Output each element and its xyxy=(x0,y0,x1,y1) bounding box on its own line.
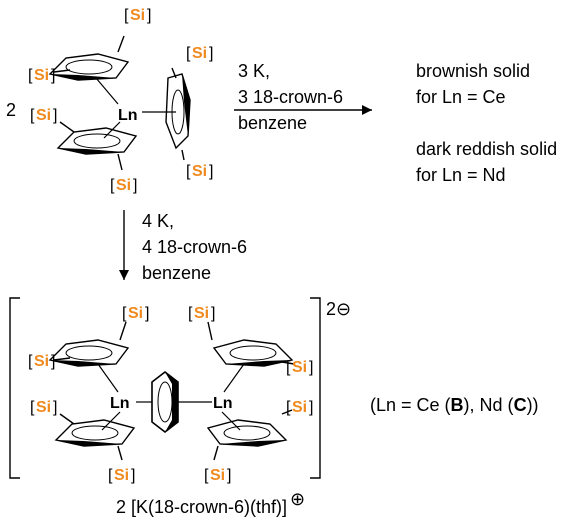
svg-text:[: [ xyxy=(30,107,35,124)
si-label: [Si] xyxy=(204,467,231,484)
svg-text:]: ] xyxy=(211,305,215,322)
si-label: [Si] xyxy=(30,107,57,124)
si-label: [Si] xyxy=(286,399,313,416)
benzene-ring xyxy=(151,371,179,433)
svg-text:[: [ xyxy=(286,399,291,416)
svg-text:]: ] xyxy=(309,359,313,376)
svg-text:Si: Si xyxy=(292,399,307,416)
svg-text:Si: Si xyxy=(114,467,129,484)
svg-text:[: [ xyxy=(28,67,33,84)
ln-atom-right: Ln xyxy=(213,395,233,412)
product-ce-description: brownish solid xyxy=(416,61,531,81)
si-label: [Si] xyxy=(186,45,213,62)
si-label: [Si] xyxy=(122,305,149,322)
svg-text:]: ] xyxy=(53,107,57,124)
svg-text:[: [ xyxy=(30,399,35,416)
si-label: [Si] xyxy=(108,467,135,484)
svg-text:[: [ xyxy=(204,467,209,484)
svg-text:Si: Si xyxy=(128,305,143,322)
svg-text:[: [ xyxy=(186,163,191,180)
cp-ring-upper xyxy=(49,53,129,81)
svg-text:Si: Si xyxy=(194,305,209,322)
product-nd-description: dark reddish solid xyxy=(416,139,558,159)
svg-text:]: ] xyxy=(53,399,57,416)
condition-crown-down: 4 18-crown-6 xyxy=(142,237,248,257)
cp-ring-lower xyxy=(57,127,137,155)
condition-solvent-right: benzene xyxy=(238,113,308,133)
svg-text:]: ] xyxy=(309,399,313,416)
svg-text:[: [ xyxy=(286,359,291,376)
bracket-left xyxy=(9,297,20,479)
dianion-charge: 2⊖ xyxy=(326,299,352,319)
svg-text:Si: Si xyxy=(130,7,145,24)
counterion-charge: ⊕ xyxy=(290,489,306,509)
svg-text:[: [ xyxy=(110,177,115,194)
bracket-right xyxy=(310,297,321,479)
si-label: [Si] xyxy=(186,163,213,180)
svg-text:Si: Si xyxy=(292,359,307,376)
si-label: [Si] xyxy=(110,177,137,194)
svg-text:[: [ xyxy=(108,467,113,484)
condition-solvent-down: benzene xyxy=(142,263,212,283)
svg-text:[: [ xyxy=(188,305,193,322)
svg-text:]: ] xyxy=(51,353,55,370)
condition-k-right: 3 K, xyxy=(238,61,271,81)
svg-text:]: ] xyxy=(227,467,231,484)
svg-text:[: [ xyxy=(122,305,127,322)
svg-text:]: ] xyxy=(209,163,213,180)
svg-text:]: ] xyxy=(51,67,55,84)
svg-text:]: ] xyxy=(145,305,149,322)
svg-text:Si: Si xyxy=(192,45,207,62)
svg-text:[: [ xyxy=(124,7,129,24)
product-nd-ln: for Ln = Nd xyxy=(416,165,506,185)
ln-atom-top: Ln xyxy=(118,107,138,124)
svg-text:Si: Si xyxy=(36,107,51,124)
svg-text:]: ] xyxy=(147,7,151,24)
si-label: [Si] xyxy=(124,7,151,24)
svg-text:[: [ xyxy=(28,353,33,370)
svg-text:Si: Si xyxy=(34,67,49,84)
svg-text:Si: Si xyxy=(36,399,51,416)
cp-ring xyxy=(55,419,135,447)
condition-crown-right: 3 18-crown-6 xyxy=(238,87,344,107)
multiplier-2: 2 xyxy=(6,100,16,120)
product-ce-ln: for Ln = Ce xyxy=(416,87,506,107)
counterion: 2 [K(18-crown-6)(thf)]⊕ xyxy=(116,489,306,517)
si-label: [Si] xyxy=(30,399,57,416)
cp-ring xyxy=(49,339,129,367)
si-label: [Si] xyxy=(188,305,215,322)
svg-text:[: [ xyxy=(186,45,191,62)
svg-text:]: ] xyxy=(133,177,137,194)
ln-assignment: (Ln = Ce (B), Nd (C)) xyxy=(370,395,539,415)
ln-atom-left: Ln xyxy=(110,395,130,412)
condition-k-down: 4 K, xyxy=(142,211,175,231)
si-label: [Si] xyxy=(28,353,55,370)
cp-ring xyxy=(213,339,293,367)
svg-text:Si: Si xyxy=(210,467,225,484)
svg-text:Si: Si xyxy=(116,177,131,194)
cp-ring-right xyxy=(165,73,191,149)
si-label: [Si] xyxy=(28,67,55,84)
svg-text:]: ] xyxy=(209,45,213,62)
svg-text:Si: Si xyxy=(34,353,49,370)
si-label: [Si] xyxy=(286,359,313,376)
cp-ring xyxy=(207,419,287,447)
svg-text:]: ] xyxy=(131,467,135,484)
svg-text:Si: Si xyxy=(192,163,207,180)
